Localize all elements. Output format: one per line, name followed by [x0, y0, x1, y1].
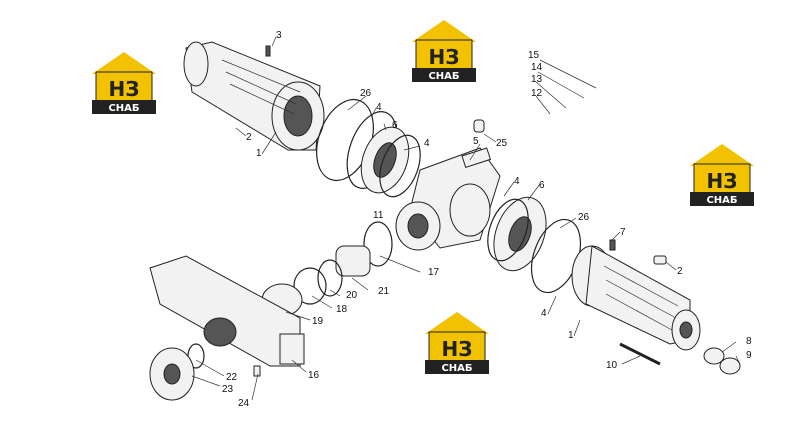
callout-5: 5: [473, 136, 479, 147]
ring-20: [317, 259, 343, 297]
ring-4-left-inner: [379, 134, 421, 198]
callout-26: 26: [360, 88, 372, 99]
callout-6: 6: [392, 120, 398, 131]
right-axle-housing: [571, 239, 701, 351]
differential-housing: [395, 147, 501, 251]
breather-25: [473, 119, 485, 133]
callout-1: 1: [568, 330, 574, 341]
callout-9: 9: [746, 350, 752, 361]
callout-24: 24: [238, 398, 250, 409]
logo-caption: СНАБ: [706, 195, 737, 206]
callout-7: 7: [620, 227, 626, 238]
callout-15: 15: [528, 50, 540, 61]
nz-snab-logo: НЗ СНАБ: [425, 312, 489, 374]
callout-12: 12: [531, 88, 543, 99]
logo-letters: НЗ: [442, 337, 473, 361]
callout-2: 2: [677, 266, 683, 277]
disc-17: [363, 221, 393, 267]
callout-4: 4: [424, 138, 430, 149]
logo-letters: НЗ: [707, 169, 738, 193]
nz-snab-logo: НЗ СНАБ: [690, 144, 754, 206]
bolt-2-right: [653, 255, 667, 265]
callout-21: 21: [378, 286, 390, 297]
callout-8: 8: [746, 336, 752, 347]
callouts: 1 1 2 2 3 4 4 4 4 5 6 6 7 8 9 10 11 12 1…: [222, 30, 752, 409]
cap-8: [703, 347, 725, 365]
sleeve-21: [335, 245, 371, 277]
callout-18: 18: [336, 304, 348, 315]
logo-letters: НЗ: [429, 45, 460, 69]
callout-1: 1: [256, 148, 262, 159]
nz-snab-logo: НЗ СНАБ: [412, 20, 476, 82]
callout-14: 14: [531, 62, 543, 73]
ring-18: [293, 267, 327, 305]
logo-caption: СНАБ: [108, 103, 139, 114]
logo-letters: НЗ: [109, 77, 140, 101]
callout-26: 26: [578, 212, 590, 223]
bracket-16: [149, 255, 305, 367]
callout-2: 2: [246, 132, 252, 143]
logo-caption: СНАБ: [441, 363, 472, 374]
callout-13: 13: [531, 74, 543, 85]
callout-19: 19: [312, 316, 324, 327]
callout-10: 10: [606, 360, 618, 371]
callout-22: 22: [226, 372, 238, 383]
callout-25: 25: [496, 138, 508, 149]
callout-23: 23: [222, 384, 234, 395]
callout-4: 4: [541, 308, 547, 319]
logo-caption: СНАБ: [428, 71, 459, 82]
left-axle-housing: [183, 41, 325, 151]
pin-24: [253, 365, 261, 377]
callout-20: 20: [346, 290, 358, 301]
leader-lines: [191, 36, 741, 401]
shaft-10: [619, 342, 661, 366]
callout-4: 4: [376, 102, 382, 113]
callout-3: 3: [276, 30, 282, 41]
callout-16: 16: [308, 370, 320, 381]
callout-11: 11: [373, 210, 384, 221]
nz-snab-logo: НЗ СНАБ: [92, 52, 156, 114]
callout-17: 17: [428, 267, 440, 278]
ring-4-right: [487, 198, 529, 262]
callout-6: 6: [539, 180, 545, 191]
callout-4: 4: [514, 176, 520, 187]
ring-9: [719, 357, 741, 375]
